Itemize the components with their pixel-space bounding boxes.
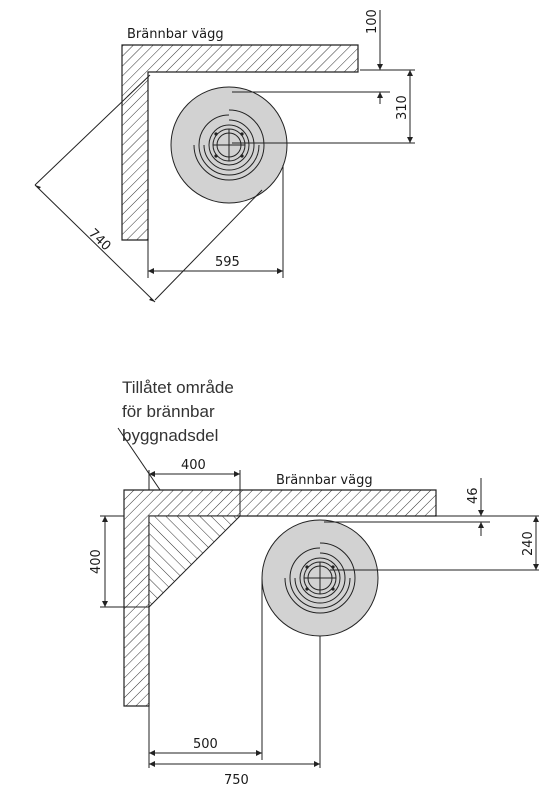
bottom-dim-400-left-group: 400	[89, 515, 149, 608]
bottom-diagram: Tillåtet område för brännbar byggnadsdel…	[89, 378, 539, 788]
bottom-wall-label: Brännbar vägg	[276, 473, 373, 488]
bottom-stove	[261, 519, 379, 637]
bottom-dim-500: 500	[193, 737, 218, 752]
top-dim-740: 740	[85, 226, 113, 254]
top-dim-595-group: 595	[147, 165, 284, 278]
top-wall-label: Brännbar vägg	[127, 27, 224, 42]
bottom-horizontal-dimensions: 500 750	[148, 578, 321, 788]
top-right-dimensions: 100 310	[232, 9, 415, 144]
bottom-dim-240: 240	[521, 531, 536, 556]
top-stove	[170, 86, 288, 204]
top-combustible-wall	[121, 44, 359, 241]
top-dim-100: 100	[365, 9, 380, 34]
bottom-dim-400-top: 400	[181, 458, 206, 473]
bottom-dim-400-top-group: 400	[148, 458, 241, 516]
top-diagram: Brännbar vägg	[34, 9, 415, 303]
top-dim-310: 310	[395, 95, 410, 120]
bottom-right-dimensions: 46 240	[324, 478, 539, 571]
allowed-zone	[148, 515, 242, 609]
bottom-dim-46: 46	[466, 487, 481, 504]
bottom-dim-400-left: 400	[89, 549, 104, 574]
allowed-area-note: Tillåtet område för brännbar byggnadsdel	[122, 378, 239, 445]
top-dim-595: 595	[215, 255, 240, 270]
bottom-dim-750: 750	[224, 773, 249, 788]
